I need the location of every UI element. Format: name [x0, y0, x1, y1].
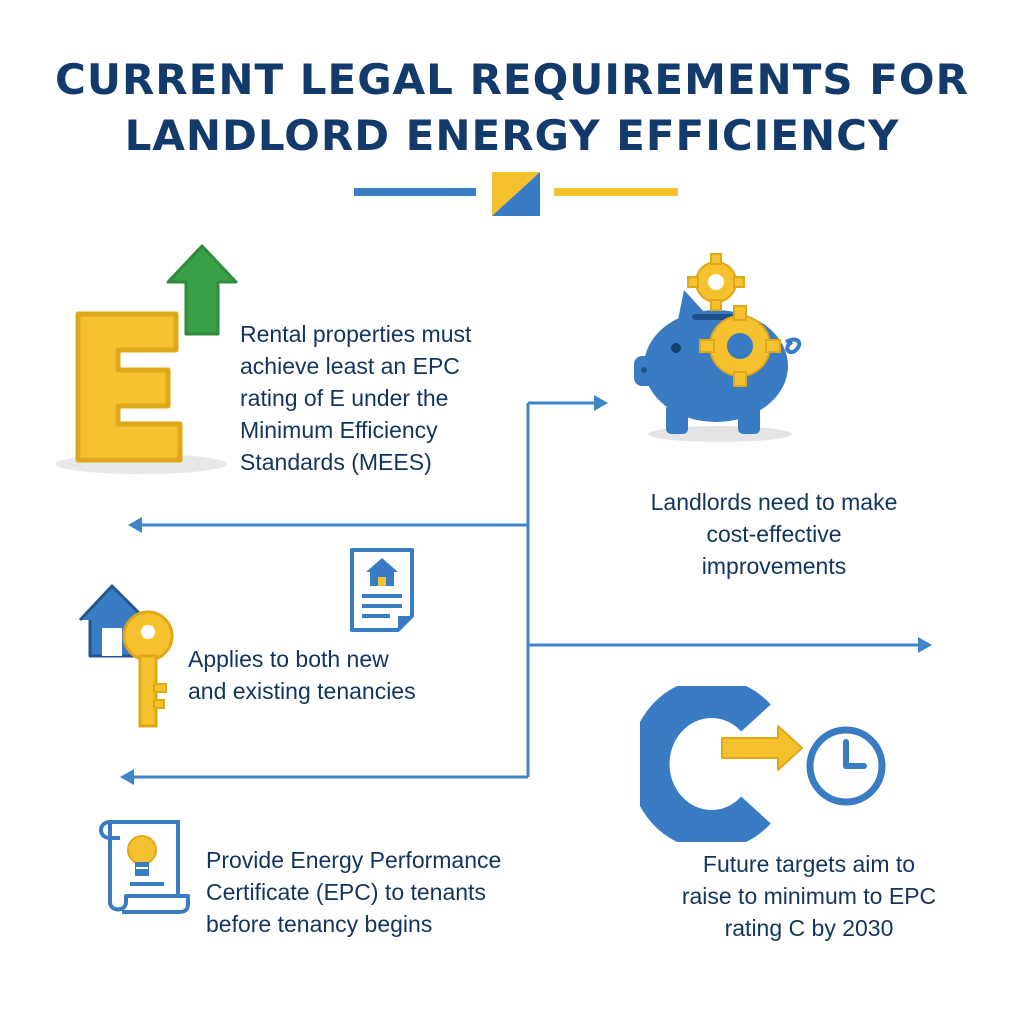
certificate-scroll-bulb-icon	[99, 820, 190, 914]
page-title: CURRENT LEGAL REQUIREMENTS FOR LANDLORD …	[0, 52, 1024, 164]
item-text-epc-certificate: Provide Energy Performance Certificate (…	[206, 847, 502, 937]
arrowhead-right	[594, 395, 608, 411]
item-text-future-targets: Future targets aim to raise to minimum t…	[681, 851, 937, 941]
house-key-icon	[78, 584, 174, 728]
divider-diamond-icon	[354, 172, 678, 216]
arrowhead-left	[128, 517, 142, 533]
title-line-1: CURRENT LEGAL REQUIREMENTS FOR	[55, 55, 969, 104]
piggy-bank-gears-icon	[634, 253, 802, 442]
title-line-2: LANDLORD ENERGY EFFICIENCY	[124, 111, 900, 160]
arrowhead-right	[918, 637, 932, 653]
item-text-improvements: Landlords need to make cost-effective im…	[650, 489, 898, 579]
letter-c-clock-icon	[640, 686, 886, 842]
item-text-tenancies: Applies to both new and existing tenanci…	[188, 646, 416, 704]
arrowhead-left	[120, 769, 134, 785]
letter-e-up-arrow-icon	[56, 244, 238, 474]
house-document-icon	[350, 548, 414, 632]
item-text-mees: Rental properties must achieve least an …	[240, 321, 472, 475]
